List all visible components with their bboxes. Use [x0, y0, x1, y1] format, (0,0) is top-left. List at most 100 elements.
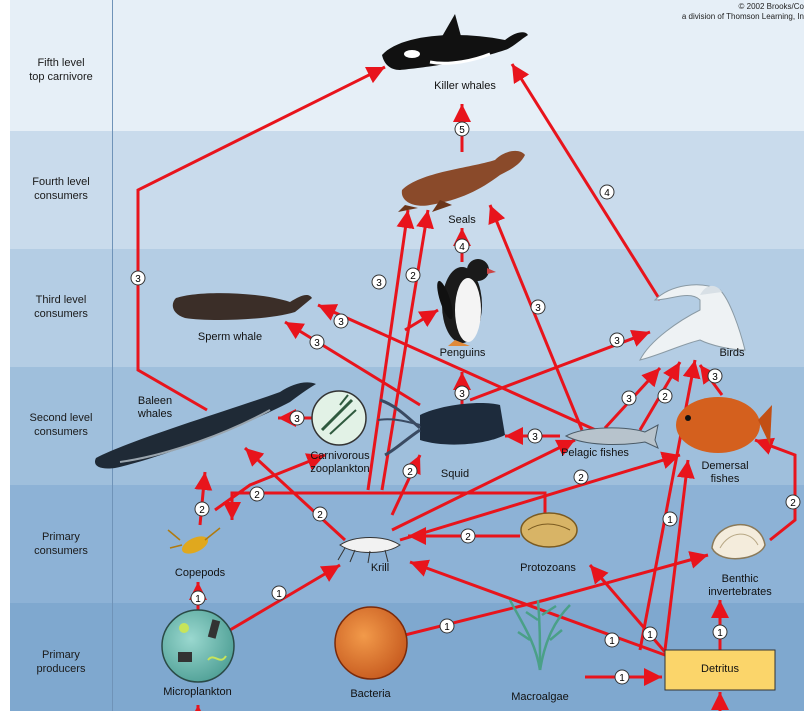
level-label-fifth: Fifth level top carnivore: [29, 57, 93, 83]
step-badge-3-baleen-killer: 3: [130, 270, 146, 286]
copyright-notice: © 2002 Brooks/Co a division of Thomson L…: [681, 2, 804, 21]
step-badge-2-copepods-zoo: 2: [249, 486, 265, 502]
demersal-fish-picture: [676, 397, 772, 453]
label-protozoans: Protozoans: [520, 562, 576, 574]
carnivorous-zooplankton-picture: [311, 390, 367, 446]
step-badge-1-detritus-protozoans: 1: [642, 626, 658, 642]
svg-text:5: 5: [459, 125, 465, 136]
label-demersal-fishes: Demersal fishes: [701, 460, 749, 485]
baleen-whale-picture: [94, 382, 316, 469]
arrow-squid-to-seals-b: [380, 209, 434, 491]
svg-text:2: 2: [578, 473, 584, 484]
label-benthic-invertebrates: Benthic invertebrates: [708, 573, 772, 598]
svg-text:1: 1: [195, 594, 201, 605]
step-badge-2-squid-seals: 2: [405, 267, 421, 283]
svg-text:1: 1: [619, 673, 625, 684]
level-label-primary-producers: Primary producers: [36, 649, 86, 675]
step-badge-2-demersal: 2: [573, 469, 589, 485]
label-microplankton: Microplankton: [163, 686, 232, 698]
step-badge-3-pelagic-birds: 3: [621, 390, 637, 406]
level-label-primary-consumers: Primary consumers: [34, 531, 88, 557]
step-badge-2-copepods-baleen: 2: [194, 501, 210, 517]
svg-text:3: 3: [376, 278, 382, 289]
arrow-detritus-to-birds: [638, 359, 701, 651]
step-badge-5: 5: [454, 121, 470, 137]
svg-text:3: 3: [314, 338, 320, 349]
svg-text:3: 3: [135, 274, 141, 285]
svg-text:2: 2: [254, 490, 260, 501]
label-squid: Squid: [440, 468, 470, 480]
step-badge-2-benthic-demersal: 2: [785, 494, 801, 510]
arrow-pelagic-to-seals: [488, 204, 584, 431]
svg-text:1: 1: [647, 630, 653, 641]
step-badge-1-macroalgae: 1: [614, 669, 630, 685]
step-badge-3-penguins: 3: [454, 385, 470, 401]
label-penguins: Penguins: [439, 347, 486, 359]
penguin-picture: [437, 259, 496, 346]
step-badge-2-protozoans-krill: 2: [460, 528, 476, 544]
step-badge-2-krill-squid: 2: [402, 463, 418, 479]
arrow-baleen-to-killer: [136, 65, 386, 412]
arrow-krill-to-pelagic: [391, 438, 576, 532]
label-seals: Seals: [448, 214, 476, 226]
squid-picture: [377, 398, 505, 457]
step-badge-2-krill-baleen: 2: [312, 506, 328, 522]
svg-text:2: 2: [790, 498, 796, 509]
arrow-copepods-to-zooplankton: [214, 453, 326, 512]
step-badge-3-squid-birds: 3: [609, 332, 625, 348]
arrow-krill-to-squid: [390, 454, 422, 516]
svg-text:3: 3: [532, 432, 538, 443]
label-pelagic-fishes: Pelagic fishes: [561, 447, 629, 459]
level-label-fourth: Fourth level consumers: [32, 176, 90, 202]
svg-text:3: 3: [626, 394, 632, 405]
step-badge-3-squid: 3: [527, 428, 543, 444]
svg-text:3: 3: [459, 389, 465, 400]
label-carnivorous-zooplankton: Carnivorous zooplankton: [310, 450, 370, 475]
step-badge-3-pelagic-seals: 3: [530, 299, 546, 315]
arrow-krill-to-baleen: [243, 446, 347, 542]
step-badge-1-micro-krill: 1: [271, 585, 287, 601]
label-birds: Birds: [719, 347, 745, 359]
label-krill: Krill: [370, 562, 390, 574]
svg-text:2: 2: [317, 510, 323, 521]
svg-text:4: 4: [459, 242, 465, 253]
macroalgae-picture: [508, 599, 571, 671]
step-badge-3-baleen: 3: [289, 410, 305, 426]
svg-text:1: 1: [276, 589, 282, 600]
level-label-second: Second level consumers: [29, 412, 93, 438]
step-badge-4-birds-killer: 4: [599, 184, 615, 200]
svg-text:4: 4: [604, 188, 610, 199]
label-baleen-whales: Baleen whales: [137, 395, 173, 420]
svg-text:2: 2: [199, 505, 205, 516]
label-bacteria: Bacteria: [350, 688, 391, 700]
label-macroalgae: Macroalgae: [511, 691, 569, 703]
sperm-whale-picture: [172, 293, 312, 320]
label-copepods: Copepods: [174, 567, 226, 579]
step-badge-3-squid-seals: 3: [371, 274, 387, 290]
arrow-krill-to-demersal: [399, 451, 681, 542]
pelagic-fish-picture: [564, 424, 659, 449]
level-label-third: Third level consumers: [34, 294, 88, 320]
svg-text:1: 1: [444, 622, 450, 633]
step-badge-2-birds: 2: [657, 388, 673, 404]
step-badges: 3 5 4 4 3 2 3 3 3 3 3 3 2 3 3 3 2 2 2 2 …: [130, 121, 801, 685]
killer-whale-picture: [382, 14, 528, 70]
step-badge-3-sperm-a: 3: [333, 313, 349, 329]
svg-text:2: 2: [407, 467, 413, 478]
svg-text:2: 2: [465, 532, 471, 543]
label-sperm-whale: Sperm whale: [197, 331, 263, 343]
label-detritus: Detritus: [701, 663, 739, 675]
bacteria-picture: [334, 606, 408, 680]
seal-picture: [398, 150, 525, 212]
microplankton-picture: [161, 609, 235, 683]
svg-text:3: 3: [614, 336, 620, 347]
detritus-box: [664, 649, 776, 691]
step-badge-1-bacteria: 1: [439, 618, 455, 634]
svg-text:2: 2: [410, 271, 416, 282]
svg-text:1: 1: [717, 628, 723, 639]
label-column-divider: [112, 0, 113, 711]
step-badge-1-detritus-krill: 1: [604, 632, 620, 648]
arrow-pelagic-to-sperm: [317, 303, 601, 434]
